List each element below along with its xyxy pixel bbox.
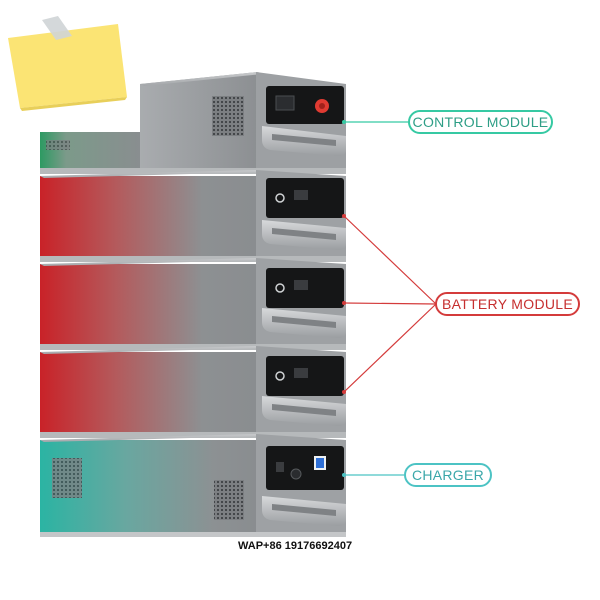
vent-grille-icon bbox=[52, 458, 82, 498]
power-button-icon bbox=[275, 193, 285, 203]
battery-module-2 bbox=[40, 258, 346, 350]
callout-lines bbox=[342, 120, 437, 477]
sticky-note-icon bbox=[8, 16, 127, 111]
battery-module-label: BATTERY MODULE bbox=[435, 292, 580, 316]
battery-module-3 bbox=[40, 346, 346, 438]
power-button-icon bbox=[275, 283, 285, 293]
control-module-label: CONTROL MODULE bbox=[408, 110, 553, 134]
charger-label: CHARGER bbox=[404, 463, 492, 487]
power-button-icon bbox=[275, 371, 285, 381]
vent-grille-icon bbox=[214, 480, 244, 520]
battery-module-1 bbox=[40, 170, 346, 262]
charger-module bbox=[40, 434, 346, 537]
control-module bbox=[40, 72, 346, 174]
vent-grille-icon bbox=[212, 96, 244, 136]
contact-watermark: WAP+86 19176692407 bbox=[238, 540, 353, 552]
